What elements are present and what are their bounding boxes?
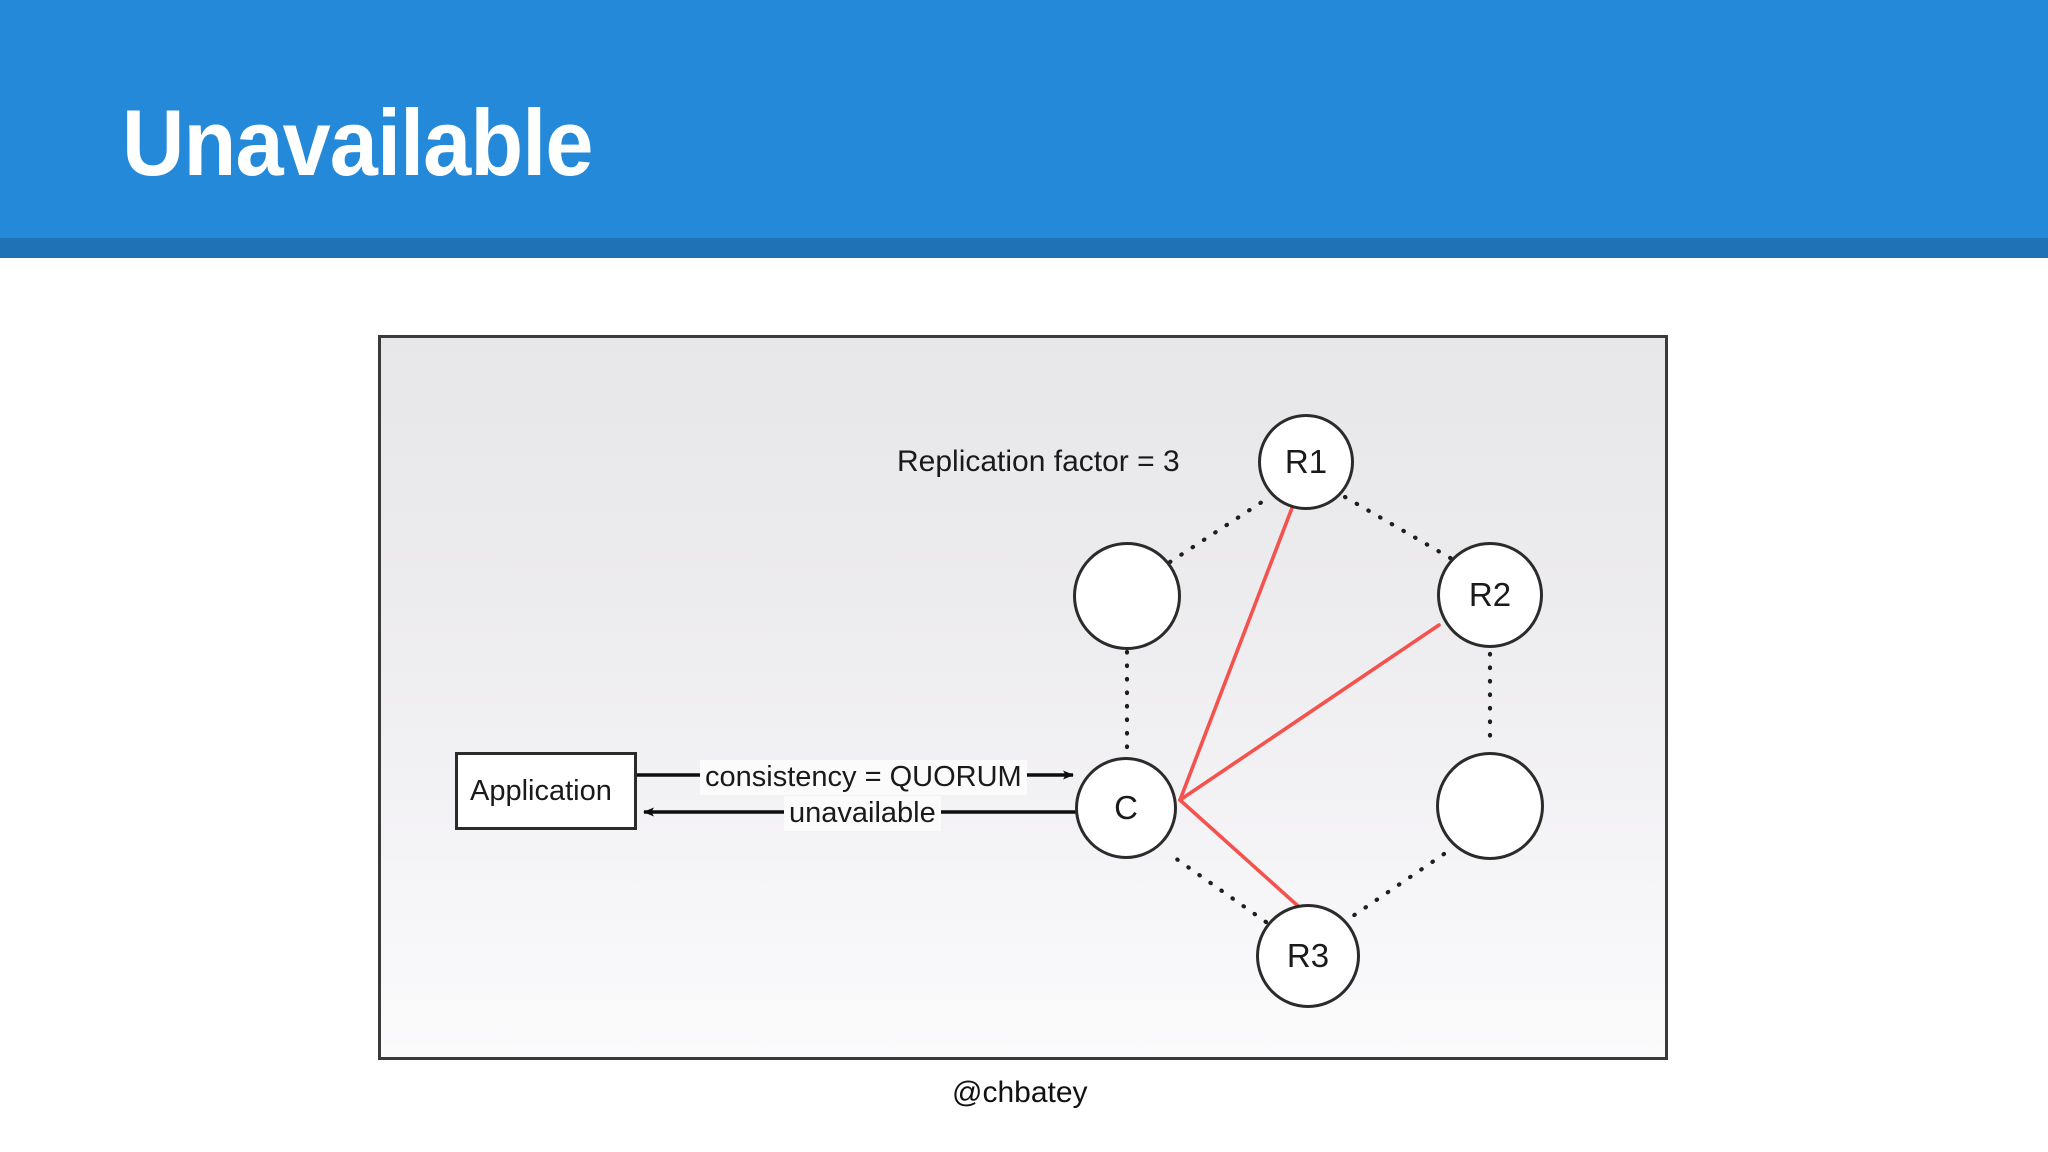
node-c[interactable]: C	[1075, 757, 1177, 859]
replication-factor-label: Replication factor = 3	[897, 445, 1180, 478]
node-r1[interactable]: R1	[1258, 414, 1354, 510]
diagram-frame	[378, 335, 1668, 1060]
response-arrow-label: unavailable	[784, 796, 941, 831]
application-box[interactable]: Application	[455, 752, 637, 830]
footer-handle: @chbatey	[952, 1076, 1088, 1109]
page-title: Unavailable	[122, 90, 593, 195]
request-arrow-label: consistency = QUORUM	[700, 760, 1027, 795]
slide-header-stripe	[0, 238, 2048, 258]
slide-header-band	[0, 0, 2048, 238]
node-empty-left[interactable]	[1073, 542, 1181, 650]
node-r3[interactable]: R3	[1256, 904, 1360, 1008]
node-empty-right[interactable]	[1436, 752, 1544, 860]
node-r2[interactable]: R2	[1437, 542, 1543, 648]
